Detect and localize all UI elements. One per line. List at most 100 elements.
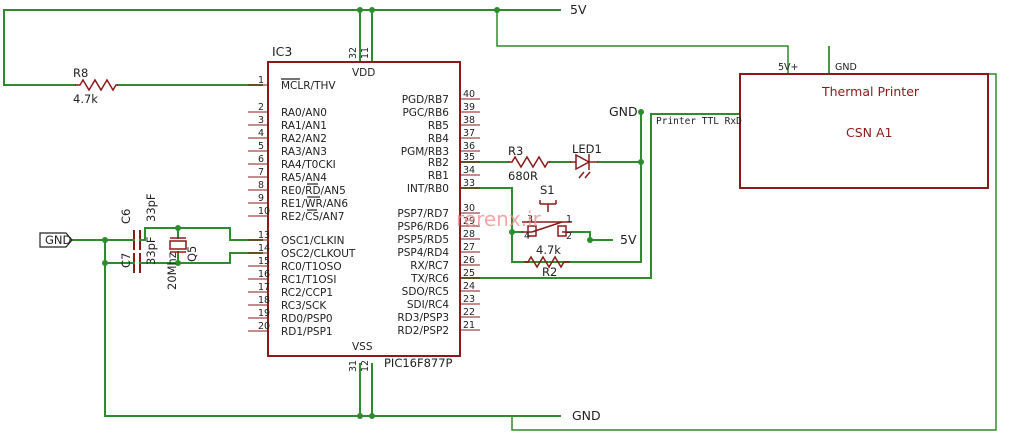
printer-title: Thermal Printer	[821, 84, 920, 99]
ic-pin-number: 1	[258, 75, 264, 86]
ic-pin-number: 36	[463, 141, 475, 152]
ic-pin-name: RA0/AN0	[281, 107, 327, 119]
r3-ref: R3	[508, 144, 523, 158]
c6-ref: C6	[119, 209, 133, 224]
printer-model: CSN A1	[846, 125, 893, 140]
ic-right-pin: 40 PGD/RB7	[402, 89, 480, 106]
q5-value: 20Mhz	[165, 252, 179, 290]
s1-pin: 4	[524, 231, 530, 242]
ic-part: PIC16F877P	[384, 356, 453, 370]
ic-pin-name: RD0/PSP0	[281, 313, 333, 325]
ic-pin-name: OSC1/CLKIN	[281, 235, 345, 247]
ic-pin-name: RA3/AN3	[281, 146, 327, 158]
ic-pin-name: PSP7/RD7	[397, 208, 449, 220]
ic-vss-label: VSS	[352, 341, 373, 353]
s1-pin: 2	[566, 231, 572, 242]
ic-pin-number: 33	[463, 178, 475, 189]
junctions	[102, 7, 644, 419]
r8-value: 4.7k	[73, 92, 98, 106]
ic-pin-number: 30	[463, 203, 475, 214]
capacitor-c6: C6 33pF	[119, 193, 158, 250]
ic-left-pin: 20 RD1/PSP1	[248, 321, 333, 338]
ic-pin-number: 18	[258, 295, 270, 306]
ic-left-pin: 9 RE1/WR/AN6	[248, 193, 348, 210]
s1-pin: 1	[566, 214, 572, 225]
ic-vdd-pin: 11	[360, 47, 371, 59]
ic-pin-name: PGD/RB7	[402, 94, 449, 106]
ic-vss-pin: 31	[348, 360, 359, 372]
ic-pin-number: 27	[463, 242, 475, 253]
ic-pin-name: RE1/WR/AN6	[281, 198, 348, 210]
ic-pin-number: 38	[463, 115, 475, 126]
ic-pin-number: 16	[258, 269, 270, 280]
ic-pin-name: SDI/RC4	[407, 299, 449, 311]
ic-pin-number: 14	[258, 243, 270, 254]
ic-pin-number: 20	[258, 321, 270, 332]
r3-value: 680R	[508, 169, 538, 183]
ic-pin-number: 2	[258, 102, 264, 113]
ic-pin-number: 10	[258, 206, 270, 217]
ic-pin-number: 3	[258, 115, 264, 126]
ic-pin-number: 9	[258, 193, 264, 204]
ic-pin-number: 23	[463, 294, 475, 305]
ic-pin-number: 17	[258, 282, 270, 293]
printer-pin-rxd: Printer TTL RxD	[656, 116, 742, 127]
ic-pin-number: 39	[463, 102, 475, 113]
thermal-printer: Thermal Printer CSN A1 5V+ GND Printer T…	[656, 62, 989, 189]
wires	[3, 9, 997, 431]
led1-ref: LED1	[572, 142, 602, 156]
ic-right-pin: 30 PSP7/RD7	[397, 203, 480, 220]
ic-pin-name: RE0/RD/AN5	[281, 185, 346, 197]
ic-left-pin: 8 RE0/RD/AN5	[248, 180, 346, 197]
ic-pin-number: 40	[463, 89, 475, 100]
vcc-switch-label: 5V	[620, 232, 637, 247]
ic-pin-number: 35	[463, 152, 475, 163]
ic-left-pin: 2 RA0/AN0	[248, 102, 327, 119]
gnd-flag-left: GND	[39, 232, 73, 248]
q5-ref: Q5	[185, 246, 199, 262]
ic-pin-name: PSP6/RD6	[397, 221, 449, 233]
ic-vdd-label: VDD	[352, 67, 375, 79]
c6-value: 33pF	[144, 193, 158, 222]
ic-pin-number: 21	[463, 320, 475, 331]
vcc-top-label: 5V	[570, 2, 587, 17]
ic-pin-number: 8	[258, 180, 264, 191]
ic-vss-pin: 12	[360, 360, 371, 372]
s1-ref: S1	[540, 183, 555, 197]
s1-pin: 3	[527, 214, 533, 225]
ic-pin-name: RC0/T1OSO	[281, 261, 342, 273]
ic-pin-name: RE2/CS/AN7	[281, 211, 344, 223]
resistor-r8: R8 4.7k	[73, 66, 118, 106]
led1: LED1	[570, 142, 602, 179]
ic-pin-name: RB1	[428, 170, 449, 182]
r2-ref: R2	[542, 265, 557, 279]
ic-pin-name: RB5	[428, 120, 449, 132]
ic-pin-name: RA4/T0CKI	[281, 159, 336, 171]
ic-pin-number: 7	[258, 167, 264, 178]
ic-pin-number: 37	[463, 128, 475, 139]
ic-pin-name: RD1/PSP1	[281, 326, 333, 338]
